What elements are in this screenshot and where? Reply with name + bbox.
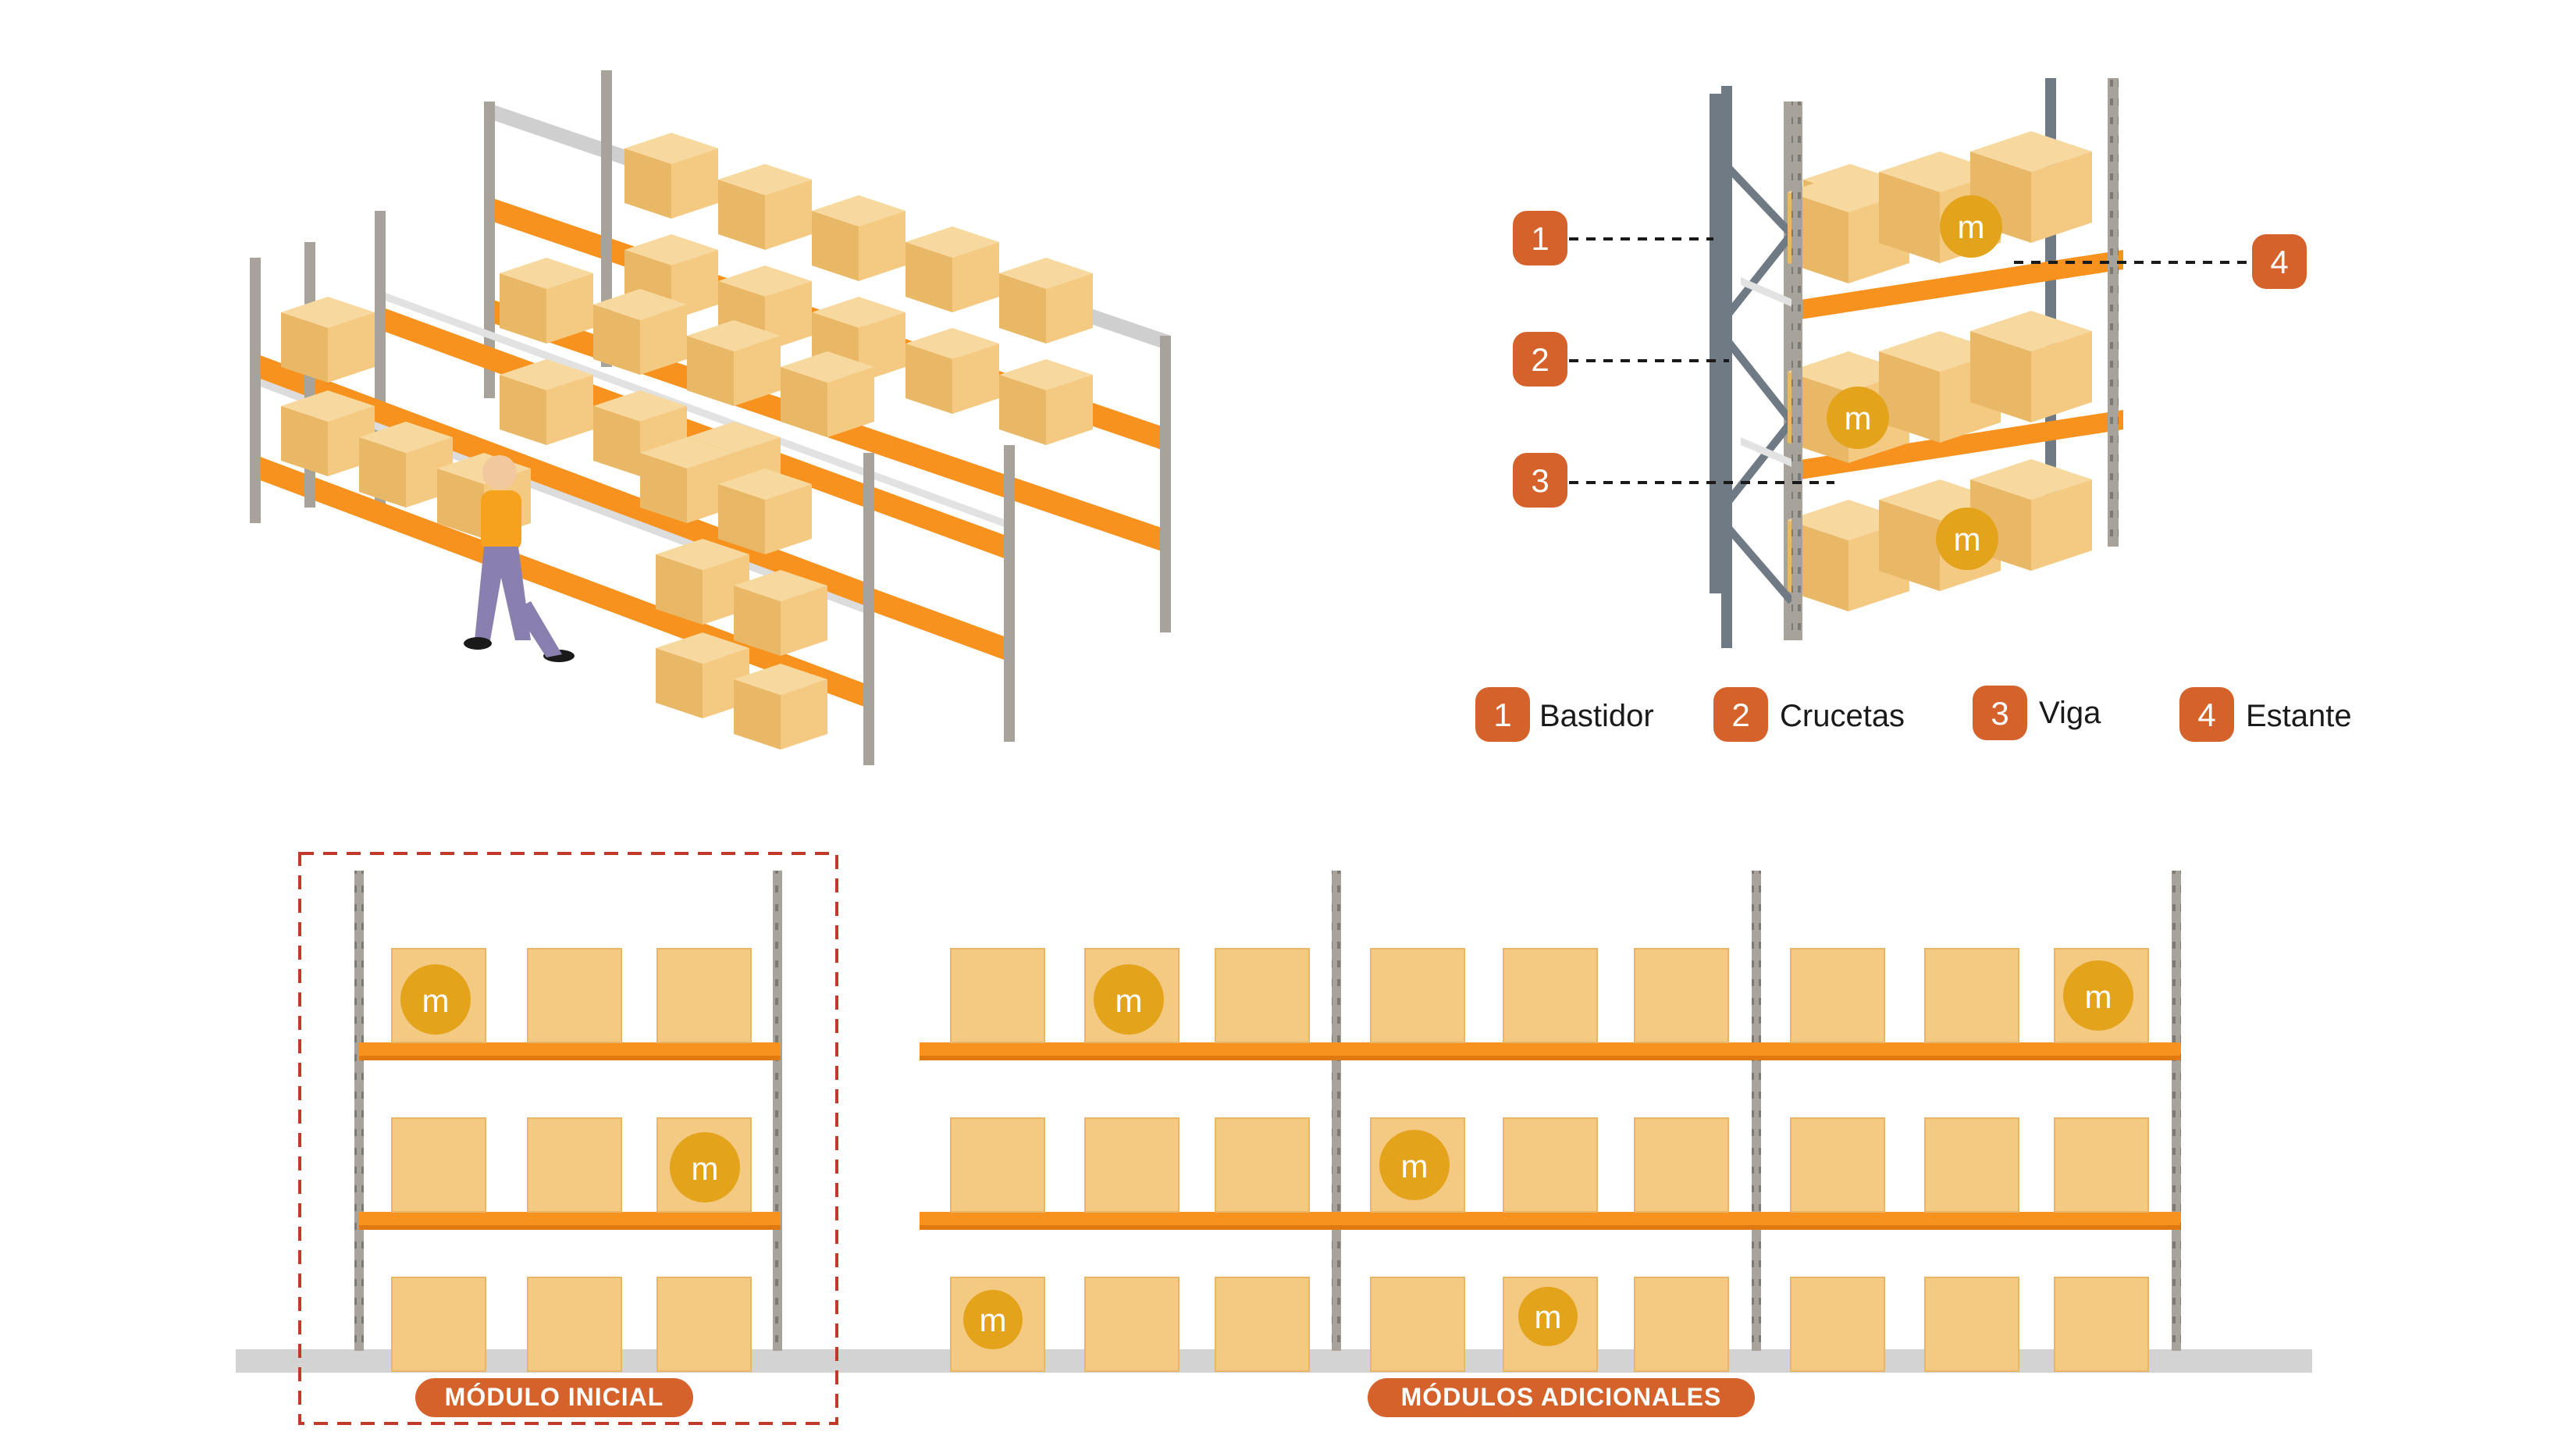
initial-module-outline	[298, 852, 838, 1425]
svg-text:MÓDULOS ADICIONALES: MÓDULOS ADICIONALES	[1401, 1383, 1722, 1411]
callout-4: 4	[2014, 234, 2307, 289]
worker-person-icon	[464, 455, 575, 662]
beam-viga-top	[1795, 250, 2123, 320]
brand-m-logo-icon: m	[963, 1290, 1023, 1349]
rack-single-exploded-icon: m m m	[1710, 78, 2123, 648]
brand-m-logo-icon: m	[1936, 508, 1998, 570]
svg-text:m: m	[2085, 978, 2112, 1015]
upright	[2172, 871, 2181, 1351]
legend-item-viga: 3 Viga	[1973, 686, 2101, 740]
svg-text:Estante: Estante	[2246, 699, 2352, 733]
legend-item-estante: 4 Estante	[2179, 687, 2352, 742]
svg-text:m: m	[1115, 982, 1143, 1019]
beam-viga	[920, 1042, 2180, 1060]
svg-text:2: 2	[1531, 341, 1549, 378]
svg-text:MÓDULO INICIAL: MÓDULO INICIAL	[445, 1383, 664, 1411]
upright	[354, 871, 364, 1351]
warehouse-rack-isometric-icon	[250, 70, 1171, 765]
svg-text:3: 3	[1991, 695, 2008, 732]
brand-m-logo-icon: m	[1379, 1130, 1450, 1200]
svg-text:Crucetas: Crucetas	[1780, 699, 1905, 733]
frame-bastidor	[1710, 94, 1798, 640]
svg-text:4: 4	[2197, 696, 2215, 733]
svg-text:m: m	[1954, 521, 1981, 558]
upright	[1332, 871, 1341, 1351]
svg-text:4: 4	[2270, 244, 2288, 280]
label-modulo-inicial: MÓDULO INICIAL	[415, 1378, 693, 1417]
brand-m-logo-icon: m	[1094, 964, 1164, 1035]
callout-1: 1	[1513, 211, 1713, 265]
brand-m-logo-icon: m	[1827, 387, 1889, 449]
rack-row-front	[250, 242, 874, 765]
callout-3: 3	[1513, 453, 1834, 508]
legend-item-crucetas: 2 Crucetas	[1713, 687, 1905, 742]
svg-text:m: m	[692, 1150, 719, 1187]
svg-text:m: m	[980, 1302, 1007, 1338]
brand-m-logo-icon: m	[2063, 960, 2133, 1031]
rack-elevation: m m m m m m m MÓDULO I	[236, 852, 2312, 1425]
svg-text:m: m	[1535, 1299, 1562, 1335]
beam-viga	[359, 1212, 781, 1229]
svg-text:m: m	[1401, 1148, 1429, 1185]
callout-2: 2	[1513, 332, 1729, 387]
svg-text:Bastidor: Bastidor	[1539, 699, 1654, 733]
beam-viga	[359, 1042, 781, 1060]
brand-m-logo-icon: m	[1940, 195, 2002, 258]
svg-text:m: m	[1845, 400, 1872, 436]
beam-viga-middle	[1795, 410, 2123, 480]
svg-text:1: 1	[1531, 220, 1549, 257]
svg-text:3: 3	[1531, 462, 1549, 499]
svg-text:m: m	[422, 982, 450, 1019]
brand-m-logo-icon: m	[1518, 1287, 1578, 1346]
upright	[773, 871, 782, 1351]
brand-m-logo-icon: m	[670, 1132, 740, 1202]
legend-item-bastidor: 1 Bastidor	[1475, 687, 1654, 742]
svg-text:Viga: Viga	[2039, 696, 2101, 730]
svg-text:m: m	[1958, 208, 1985, 245]
svg-text:2: 2	[1731, 696, 1749, 733]
beam-viga	[920, 1212, 2180, 1229]
brand-m-logo-icon: m	[400, 964, 471, 1035]
label-modulos-adicionales: MÓDULOS ADICIONALES	[1368, 1378, 1755, 1417]
upright	[1752, 871, 1761, 1351]
crossbrace-crucetas	[1712, 153, 1797, 604]
legend: 1 Bastidor 2 Crucetas 3 Viga 4 Estante	[1475, 686, 2352, 742]
svg-text:1: 1	[1493, 696, 1511, 733]
